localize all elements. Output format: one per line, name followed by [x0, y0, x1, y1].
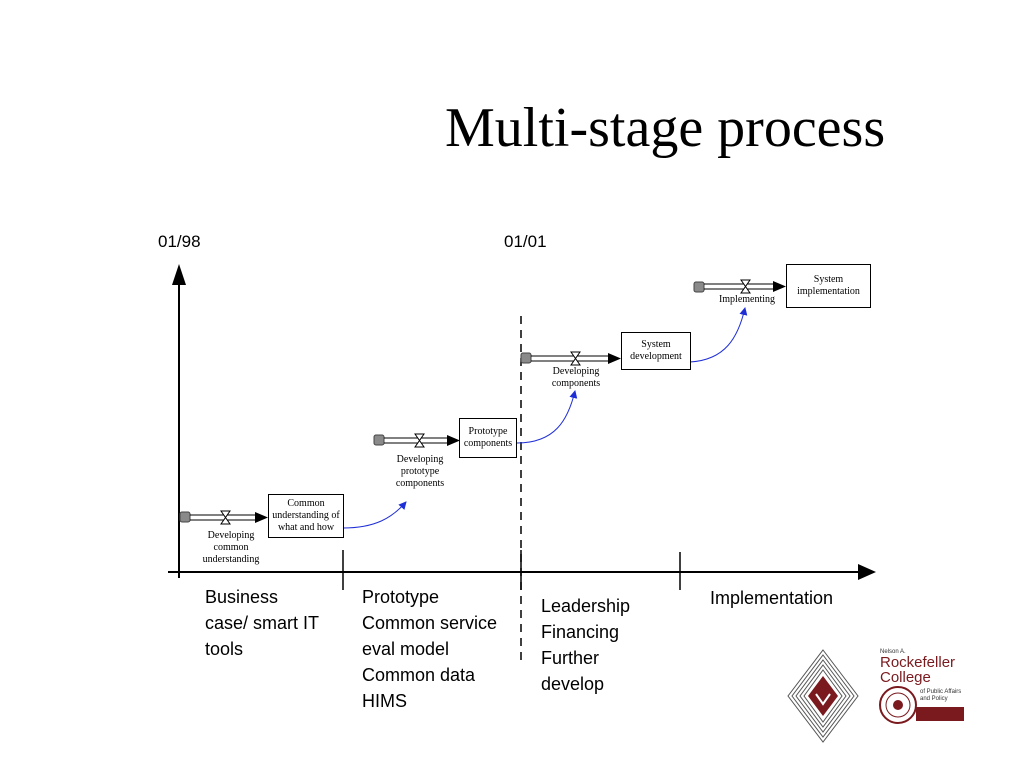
slide-title: Multi-stage process: [445, 97, 886, 159]
phase-leadership: Leadership Financing Further develop: [541, 596, 631, 694]
flow-label-developing-common: Developing common understanding: [202, 530, 260, 565]
stock-system-development: System development: [621, 332, 691, 370]
y-axis: [172, 264, 186, 578]
connector-arrows: [342, 307, 748, 529]
flow-label-developing-prototype: Developing prototype components: [395, 454, 445, 489]
phase-implementation: Implementation: [710, 588, 834, 608]
flow-developing-components: [520, 351, 621, 366]
flow-label-implementing: Implementing: [718, 294, 776, 305]
flow-developing-prototype: [373, 433, 460, 448]
phase-prototype: Prototype Common service eval model Comm…: [362, 587, 498, 711]
phase-business-case: Business case/ smart IT tools: [205, 587, 320, 659]
flow-implementing: [693, 279, 786, 294]
logo-maroon-bar: [916, 707, 964, 721]
stock-system-implementation: System implementation: [786, 264, 871, 308]
flow-developing-common: [179, 510, 268, 525]
x-axis: [168, 564, 876, 580]
college-seal-icon: [879, 686, 917, 724]
date-label-start: 01/98: [158, 232, 201, 251]
date-label-middle: 01/01: [504, 232, 547, 251]
stock-prototype-components: Prototype components: [459, 418, 517, 458]
flow-label-developing-components: Developing components: [551, 366, 601, 389]
rockefeller-college-logo: Nelson A. Rockefeller College of Public …: [876, 645, 966, 731]
stock-common-understanding: Common understanding of what and how: [268, 494, 344, 538]
diamond-logo: [787, 649, 859, 743]
